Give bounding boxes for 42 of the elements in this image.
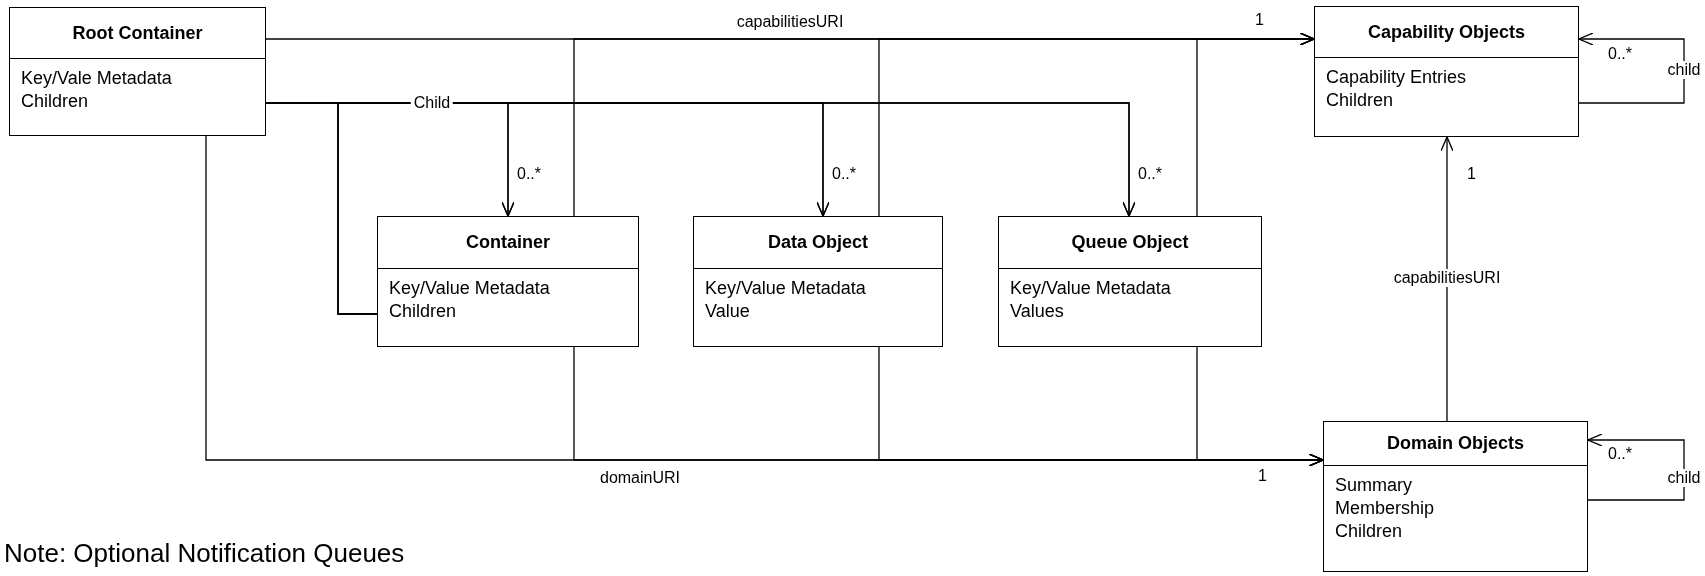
class-box <box>377 216 639 347</box>
class-box <box>9 7 266 136</box>
multiplicity-label: 0..* <box>1608 446 1632 462</box>
class-name: Queue Object <box>1071 231 1189 254</box>
class-name: Capability Objects <box>1367 20 1525 44</box>
class-box <box>998 216 1262 347</box>
attribute-text: Values <box>1010 300 1064 323</box>
multiplicity-label: 0..* <box>1608 46 1632 62</box>
connector-arrow <box>337 102 1136 315</box>
class-name: Data Object <box>768 231 868 254</box>
attribute-text: Value <box>705 300 750 323</box>
connector-arrow <box>1440 136 1454 422</box>
multiplicity-label: 1 <box>1255 12 1264 28</box>
class-name: Root Container <box>72 21 203 45</box>
connector-arrow <box>1196 346 1324 467</box>
multiplicity-label: 0..* <box>517 166 541 182</box>
class-box <box>693 216 943 347</box>
attribute-text: Summary <box>1335 474 1412 497</box>
class-name: Container <box>466 231 550 254</box>
attribute-text: Membership <box>1335 497 1435 520</box>
class-box <box>1323 421 1588 572</box>
attribute-text: Children <box>1335 520 1403 543</box>
edge-label: capabilitiesURI <box>735 13 845 31</box>
class-box <box>1314 6 1579 137</box>
multiplicity-label: 0..* <box>832 166 856 182</box>
multiplicity-label: 1 <box>1467 166 1476 182</box>
note-text: Note: Optional Notification Queues <box>4 540 405 566</box>
connector-arrow <box>1587 433 1685 501</box>
multiplicity-label: 1 <box>1258 468 1267 484</box>
attribute-text: Children <box>1326 89 1394 112</box>
multiplicity-label: 0..* <box>1138 166 1162 182</box>
attribute-text: Key/Value Metadata <box>389 277 550 300</box>
attribute-text: Key/Vale Metadata <box>21 67 172 90</box>
attribute-text: Key/Value Metadata <box>705 277 866 300</box>
attribute-text: Capability Entries <box>1326 66 1467 89</box>
edge-label: domainURI <box>599 469 681 487</box>
class-name: Domain Objects <box>1387 432 1524 455</box>
attribute-text: Children <box>389 300 457 323</box>
connector-arrow <box>1578 32 1685 104</box>
attribute-text: Children <box>21 90 89 113</box>
connector-arrow <box>1196 32 1315 217</box>
attribute-text: Key/Value Metadata <box>1010 277 1171 300</box>
